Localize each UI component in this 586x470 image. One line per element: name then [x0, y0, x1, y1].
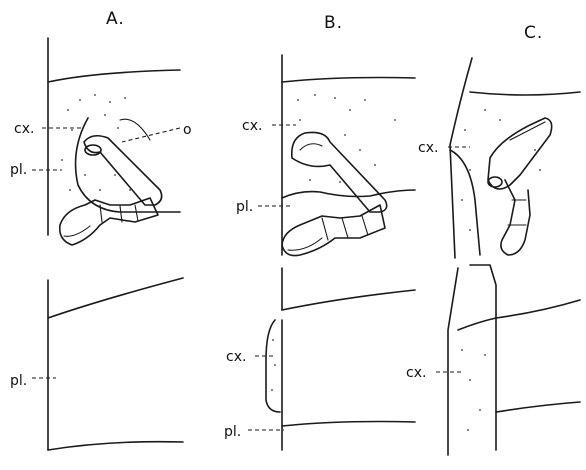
panel-b-lower-segment: cx. pl.	[224, 268, 415, 450]
panel-c-lower-cx-label: cx.	[406, 365, 426, 381]
panel-c-lower-base-suture	[496, 402, 580, 412]
panel-b-lower-coxa-left	[266, 320, 280, 412]
panel-b-leg-joints	[322, 216, 368, 240]
panel-c-tibia	[501, 180, 530, 255]
panel-a-title: A.	[106, 9, 125, 29]
panel-a-lower-segment: pl.	[10, 278, 183, 450]
panel-b-lower-suture	[282, 290, 415, 310]
panel-a-opening	[85, 145, 101, 155]
panel-a-upper-segment: cx. pl. o	[10, 38, 192, 245]
panel-b-coxa-ridge	[300, 144, 322, 150]
panel-b-lower-base-suture	[282, 422, 415, 427]
panel-a-leg-tip	[64, 226, 90, 236]
panel-a: A. cx. pl.	[10, 9, 192, 450]
panel-a-pl-label: pl.	[10, 162, 27, 178]
panel-c-upper-suture	[470, 92, 580, 95]
panel-c-femur-edge	[510, 122, 545, 140]
panel-c-title: C.	[524, 23, 543, 43]
panel-c-femur	[488, 118, 552, 189]
panel-a-upper-suture	[48, 70, 180, 82]
panel-a-coxa	[84, 136, 162, 205]
panel-b-upper-suture	[282, 78, 415, 83]
panel-a-o-label: o	[183, 122, 192, 138]
panel-a-leg	[60, 198, 158, 245]
panel-b-upper-segment: cx. pl.	[236, 55, 415, 256]
panel-a-lower-suture-1	[48, 278, 183, 318]
panel-b-coxa	[292, 132, 387, 212]
panel-a-cx-label: cx.	[14, 121, 34, 137]
panel-b-pl-label: pl.	[236, 199, 253, 215]
panel-c: C. cx.	[406, 23, 580, 455]
panel-a-o-leader	[122, 128, 180, 142]
panel-a-lower-suture-2	[48, 442, 183, 450]
panel-b: B. cx. pl.	[224, 13, 415, 450]
panel-b-cx-label: cx.	[242, 118, 262, 134]
panel-b-title: B.	[324, 13, 343, 33]
panel-a-lower-pl-label: pl.	[10, 373, 27, 389]
panel-c-lower-segment: cx.	[406, 265, 580, 455]
panel-c-upper-segment: cx.	[418, 58, 580, 258]
panel-b-lower-pl-label: pl.	[224, 424, 241, 440]
panel-b-lower-cx-label: cx.	[226, 349, 246, 365]
panel-c-cx-label: cx.	[418, 140, 438, 156]
panel-c-lower-suture	[458, 300, 580, 330]
panel-c-opening	[488, 177, 502, 187]
panel-c-lower-margin	[448, 268, 458, 455]
panel-b-mid-suture	[282, 190, 415, 198]
panel-c-lower-coxa	[470, 265, 496, 450]
